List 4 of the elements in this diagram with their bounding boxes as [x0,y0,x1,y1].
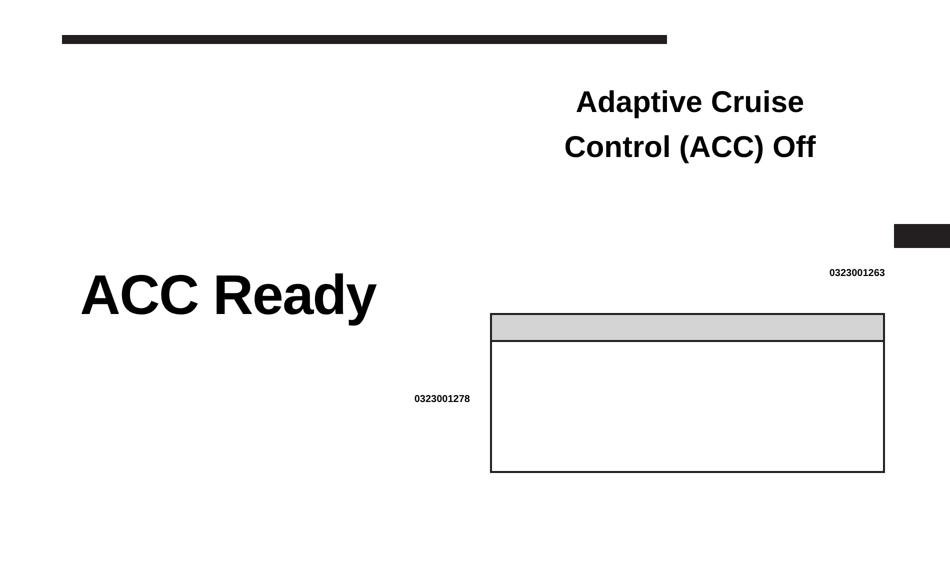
display-message: ACC Ready [80,262,378,327]
display-message: Adaptive Cruise Control (ACC) Off [563,85,817,166]
figure-number: 0323001278 [413,394,470,405]
figure-number: 0323001263 [828,268,885,279]
